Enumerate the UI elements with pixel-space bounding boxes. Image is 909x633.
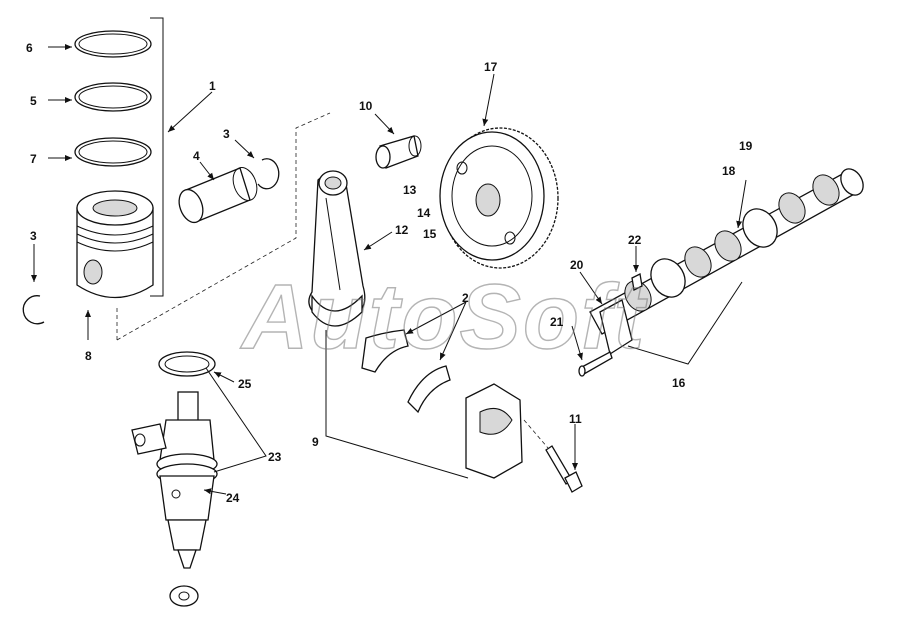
callout-3-right: 3 <box>223 127 230 141</box>
fuel-injector <box>156 391 218 569</box>
callout-labels: 6 5 7 1 3 4 3 8 10 13 14 12 15 17 2 9 11… <box>26 41 753 505</box>
watermark-text: AutoSoft <box>240 266 648 368</box>
connecting-rod-cap <box>465 383 523 479</box>
piston-ring-oil <box>74 137 152 167</box>
bearing-shell-upper <box>361 329 409 373</box>
callout-4: 4 <box>193 149 200 163</box>
camshaft-key <box>631 273 643 291</box>
callout-15: 15 <box>423 227 437 241</box>
callout-23: 23 <box>268 450 282 464</box>
callout-1: 1 <box>209 79 216 93</box>
callout-9: 9 <box>312 435 319 449</box>
injector-clamp <box>131 423 167 455</box>
connecting-rod-bolt <box>523 419 583 493</box>
camshaft <box>589 168 864 335</box>
callout-19: 19 <box>739 139 753 153</box>
callout-18: 18 <box>722 164 736 178</box>
piston-ring-second <box>74 82 152 112</box>
callout-20: 20 <box>570 258 584 272</box>
callout-13: 13 <box>403 183 417 197</box>
injector-sealing-ring <box>158 351 216 377</box>
thrust-plate <box>599 299 633 356</box>
callout-14: 14 <box>417 206 431 220</box>
callout-7: 7 <box>30 152 37 166</box>
snap-ring-right <box>257 158 280 190</box>
callout-10: 10 <box>359 99 373 113</box>
injector-washer <box>169 585 199 607</box>
connecting-rod-bushing <box>375 135 422 169</box>
piston-pin <box>178 167 258 224</box>
callout-25: 25 <box>238 377 252 391</box>
callout-3-left: 3 <box>30 229 37 243</box>
snap-ring-left <box>22 295 45 325</box>
callout-11: 11 <box>569 412 582 426</box>
callout-12: 12 <box>395 223 409 237</box>
callout-8: 8 <box>85 349 92 363</box>
piston <box>76 190 154 299</box>
connecting-rod <box>308 170 366 327</box>
callout-17: 17 <box>484 60 498 74</box>
callout-16: 16 <box>672 376 686 390</box>
piston-ring-top <box>74 30 152 58</box>
bearing-shell-lower <box>407 365 451 414</box>
callout-21: 21 <box>550 315 564 329</box>
callout-5: 5 <box>30 94 37 108</box>
camshaft-gear <box>439 127 559 269</box>
callout-2: 2 <box>462 291 469 305</box>
callout-22: 22 <box>628 233 642 247</box>
thrust-plate-bolt <box>578 351 613 377</box>
leader-lines <box>31 44 747 495</box>
callout-6: 6 <box>26 41 33 55</box>
callout-24: 24 <box>226 491 240 505</box>
